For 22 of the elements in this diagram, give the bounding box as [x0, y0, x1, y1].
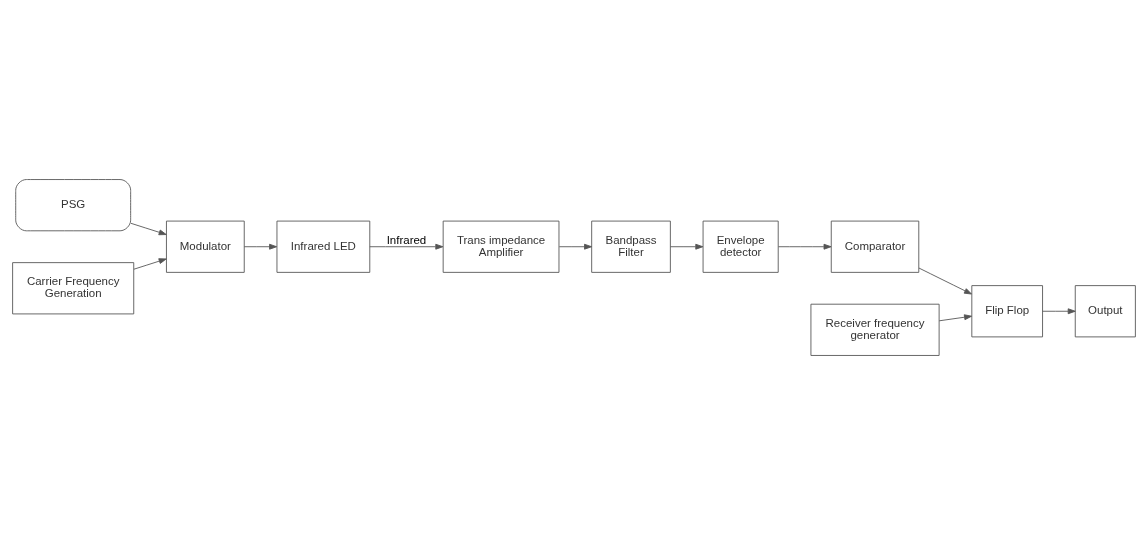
- node-box: Bandpass Filter: [591, 220, 671, 273]
- arrow: [670, 243, 704, 250]
- arrow: [558, 243, 593, 250]
- arrow: [778, 243, 832, 250]
- arrow: [369, 243, 444, 250]
- arrow: [243, 243, 278, 250]
- arrow: [1042, 308, 1076, 315]
- arrow: [133, 258, 167, 270]
- node-box: Trans impedance Amplifier: [442, 220, 560, 273]
- node-box: Carrier Frequency Generation: [12, 262, 135, 315]
- node-box: Receiver frequency generator: [810, 303, 940, 356]
- edge-label: Infrared: [386, 233, 427, 246]
- node-box: Flip Flop: [971, 285, 1043, 338]
- node-box: PSG: [15, 179, 132, 232]
- arrow: [130, 222, 167, 236]
- arrow: [938, 314, 973, 322]
- node-box: Envelope detector: [702, 220, 779, 273]
- node-box: Comparator: [830, 220, 920, 273]
- node-box: Output: [1074, 285, 1136, 338]
- node-box: Modulator: [166, 220, 245, 273]
- node-box: Infrared LED: [276, 220, 371, 273]
- arrow: [918, 267, 972, 295]
